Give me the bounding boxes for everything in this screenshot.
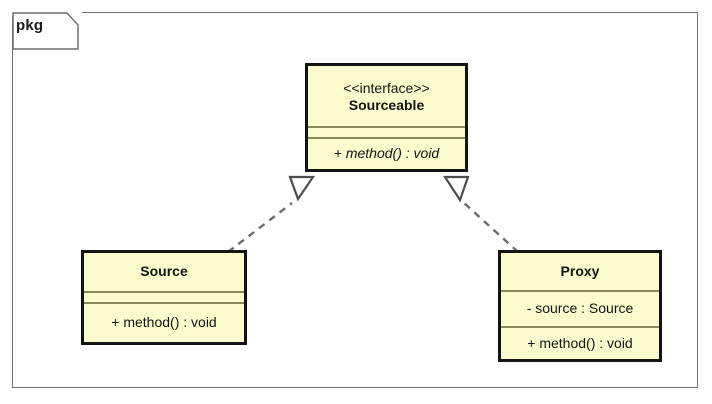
package-frame (12, 12, 698, 388)
class-operations-sourceable: + method() : void (308, 137, 465, 169)
operation-row: + method() : void (111, 314, 217, 331)
class-name: Proxy (560, 262, 600, 279)
operation-row: + method() : void (527, 334, 633, 351)
package-tab (12, 12, 79, 50)
class-attributes-sourceable (308, 126, 465, 137)
class-name: Sourceable (348, 97, 425, 113)
class-box-source[interactable]: Source + method() : void (81, 250, 247, 345)
class-box-sourceable[interactable]: <<interface>> Sourceable + method() : vo… (305, 63, 468, 172)
class-operations-source: + method() : void (84, 302, 244, 342)
class-attributes-proxy: - source : Source (501, 290, 659, 326)
package-label: pkg (16, 17, 44, 34)
class-header-proxy: Proxy (501, 253, 659, 290)
attribute-row: - source : Source (526, 300, 634, 317)
class-header-sourceable: <<interface>> Sourceable (308, 66, 465, 126)
class-box-proxy[interactable]: Proxy - source : Source + method() : voi… (498, 250, 662, 362)
class-name: Source (140, 263, 188, 280)
class-stereotype: <<interface>> (343, 79, 430, 96)
class-header-source: Source (84, 253, 244, 291)
class-operations-proxy: + method() : void (501, 326, 659, 359)
class-attributes-source (84, 291, 244, 302)
operation-row: + method() : void (333, 145, 440, 162)
